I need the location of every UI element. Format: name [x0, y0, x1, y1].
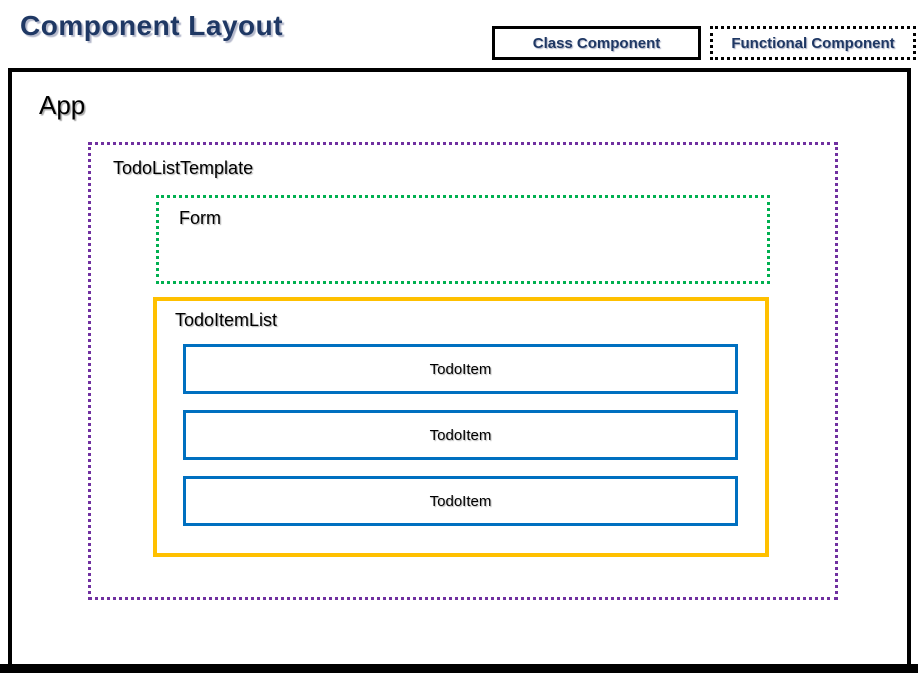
- todo-item-label: TodoItem: [429, 360, 492, 378]
- app-component-label: App: [39, 90, 86, 120]
- todo-item-list-label: TodoItemList: [175, 310, 278, 330]
- todo-item-label: TodoItem: [429, 426, 492, 444]
- todo-item-row: TodoItem: [183, 344, 738, 394]
- legend-functional-component-label: Functional Component: [731, 34, 895, 52]
- todo-item-row: TodoItem: [183, 476, 738, 526]
- form-box: Form: [156, 195, 770, 284]
- page-title: Component Layout: [20, 10, 284, 41]
- form-label: Form: [179, 208, 221, 228]
- legend-class-component-box: Class Component: [492, 26, 701, 60]
- legend-functional-component-box: Functional Component: [710, 26, 916, 60]
- todo-item-list-box: TodoItemList TodoItem TodoItem TodoItem: [153, 297, 769, 557]
- todo-list-template-label: TodoListTemplate: [113, 158, 254, 178]
- todo-item-row: TodoItem: [183, 410, 738, 460]
- app-component-box: App: [8, 68, 911, 664]
- legend-class-component-label: Class Component: [532, 34, 661, 52]
- todo-list-template-box: TodoListTemplate: [88, 142, 838, 600]
- bottom-border-bar: [0, 664, 918, 673]
- todo-item-label: TodoItem: [429, 492, 492, 510]
